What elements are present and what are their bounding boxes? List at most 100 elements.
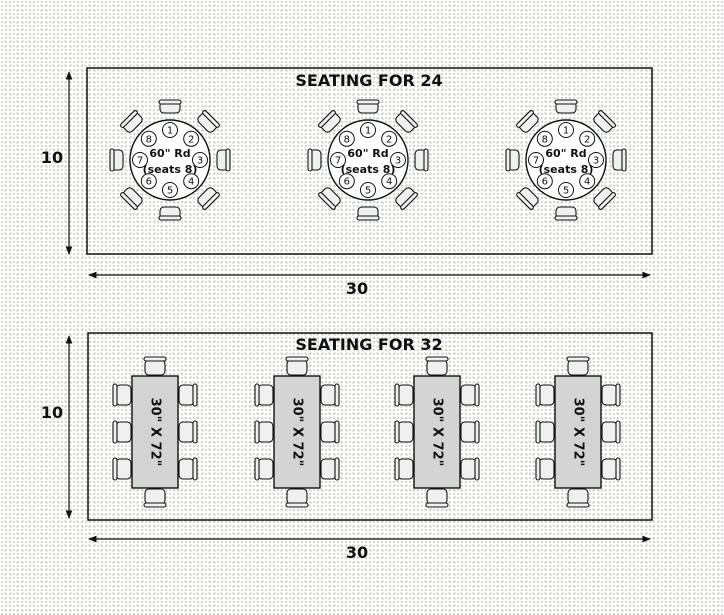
chair: [612, 148, 627, 172]
seat-number: 4: [386, 177, 392, 188]
layout-title-32: SEATING FOR 32: [295, 335, 442, 354]
seat-number: 7: [335, 156, 341, 167]
rect-table-top: [413, 375, 461, 489]
seat-number: 5: [563, 186, 569, 197]
seat-number: 4: [584, 177, 590, 188]
rect-table-top: [131, 375, 179, 489]
table-size-label: 30" X 72": [290, 398, 305, 467]
chair: [285, 356, 309, 376]
chair: [320, 383, 340, 407]
seat-number: 1: [563, 126, 569, 137]
chair: [254, 383, 274, 407]
width-label-24: 30: [346, 279, 368, 298]
seat-number: 8: [344, 134, 350, 145]
chair: [395, 110, 418, 133]
round-table: 1 234 5 678 60" Rd (seats 8): [307, 99, 429, 221]
seat-number: 3: [395, 156, 401, 167]
seat-number: 6: [344, 177, 350, 188]
chair: [120, 187, 143, 210]
chair: [109, 148, 124, 172]
chair: [307, 148, 322, 172]
seat-number: 1: [365, 126, 371, 137]
chair: [158, 99, 182, 114]
seat-number-circle: [132, 152, 148, 168]
table-capacity-label: (seats 8): [341, 163, 396, 176]
table-size-label: 60" Rd: [545, 147, 586, 160]
chair: [318, 187, 341, 210]
rect-table: 30" X 72": [394, 356, 480, 508]
chair: [178, 420, 198, 444]
rect-table-top: [554, 375, 602, 489]
chair: [285, 488, 309, 508]
chair: [593, 110, 616, 133]
rect-tables-group: 30" X 72" 30" X 72" 30" X 72" 30" X 72": [112, 356, 621, 508]
chair: [197, 110, 220, 133]
chair: [178, 457, 198, 481]
seat-number-circle: [528, 152, 544, 168]
chair: [535, 457, 555, 481]
seat-number: 7: [137, 156, 143, 167]
chair: [425, 488, 449, 508]
seat-number-circle: [579, 173, 596, 190]
table-size-label: 60" Rd: [347, 147, 388, 160]
seat-number: 5: [167, 186, 173, 197]
chair: [158, 206, 182, 221]
seat-number: 5: [365, 186, 371, 197]
seat-number-circle: [360, 182, 376, 198]
seat-number-circle: [381, 130, 398, 147]
chair: [395, 187, 418, 210]
table-size-label: 30" X 72": [571, 398, 586, 467]
chair: [318, 110, 341, 133]
chair: [554, 206, 578, 221]
room-outline-32: [87, 332, 653, 521]
seat-number-circle: [558, 182, 574, 198]
room-outline-24: [86, 67, 653, 255]
table-size-label: 30" X 72": [148, 398, 163, 467]
chair: [254, 420, 274, 444]
seat-number-circle: [162, 122, 178, 138]
table-size-label: 60" Rd: [149, 147, 190, 160]
seat-number: 2: [188, 134, 194, 145]
chair: [394, 457, 414, 481]
chair: [178, 383, 198, 407]
chair: [254, 457, 274, 481]
seat-number: 8: [146, 134, 152, 145]
height-label-32: 10: [41, 403, 63, 422]
chair: [535, 420, 555, 444]
seat-number-circle: [338, 173, 355, 190]
chair: [460, 457, 480, 481]
seat-number-circle: [536, 173, 553, 190]
chair: [216, 148, 231, 172]
chair: [554, 99, 578, 114]
chair: [394, 383, 414, 407]
seat-number: 2: [386, 134, 392, 145]
chair: [356, 99, 380, 114]
width-label-32: 30: [346, 543, 368, 562]
chair: [601, 457, 621, 481]
chair: [112, 420, 132, 444]
chair: [356, 206, 380, 221]
chair: [516, 110, 539, 133]
rect-table: 30" X 72": [254, 356, 340, 508]
seat-number-circle: [162, 182, 178, 198]
rect-table-top: [273, 375, 321, 489]
seat-number-circle: [192, 152, 208, 168]
chair: [143, 356, 167, 376]
seat-number: 7: [533, 156, 539, 167]
seat-number: 1: [167, 126, 173, 137]
seat-number: 4: [188, 177, 194, 188]
chair: [566, 356, 590, 376]
seat-number-circle: [140, 130, 157, 147]
chair: [320, 457, 340, 481]
seat-number-circle: [183, 130, 200, 147]
seat-number: 3: [593, 156, 599, 167]
chair: [414, 148, 429, 172]
chair: [143, 488, 167, 508]
table-size-label: 30" X 72": [430, 398, 445, 467]
seat-number-circle: [579, 130, 596, 147]
seat-number-circle: [558, 122, 574, 138]
seat-number: 2: [584, 134, 590, 145]
